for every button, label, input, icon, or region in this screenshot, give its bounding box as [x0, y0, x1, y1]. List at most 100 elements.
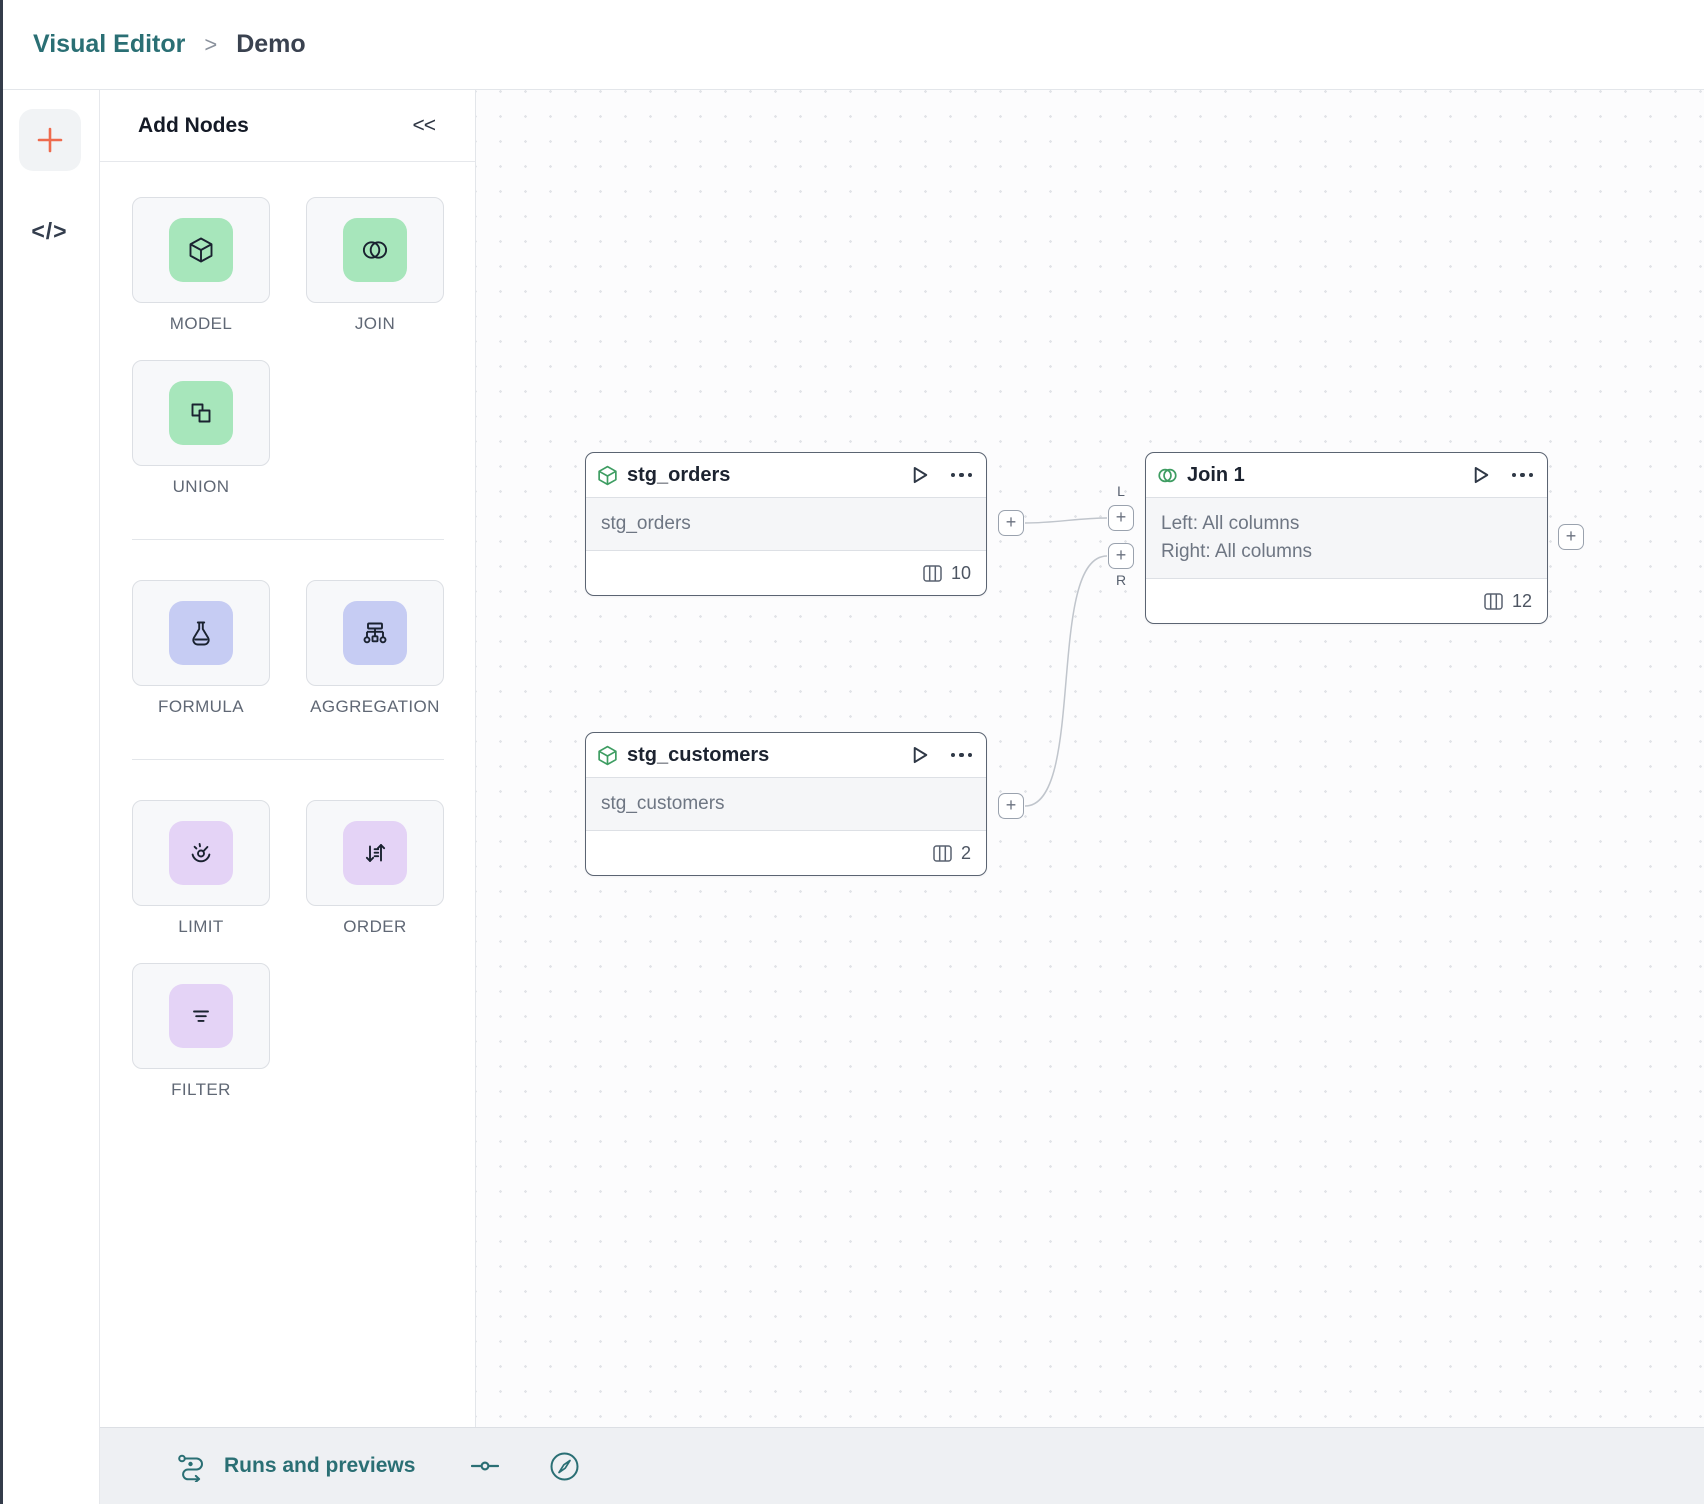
- port-stg-customers-output[interactable]: +: [998, 793, 1024, 819]
- add-filter-button[interactable]: [132, 963, 270, 1069]
- column-count: 2: [960, 842, 971, 863]
- tile-order: ORDER: [306, 800, 444, 937]
- route-icon: [178, 1454, 203, 1482]
- runs-and-previews-button[interactable]: Runs and previews: [176, 1450, 415, 1482]
- node-body: Left: All columns Right: All columns: [1146, 497, 1547, 579]
- runs-and-previews-label: Runs and previews: [224, 1454, 416, 1477]
- port-join-left-input[interactable]: +: [1108, 505, 1134, 531]
- tile-label: LIMIT: [178, 917, 224, 936]
- add-order-button[interactable]: [306, 800, 444, 906]
- breadcrumb-page-title: Demo: [236, 30, 306, 58]
- compass-icon: [550, 1452, 579, 1480]
- section-divider: [132, 759, 444, 760]
- sort-icon: [343, 821, 407, 885]
- node-menu-button[interactable]: [950, 469, 972, 482]
- tile-label: FILTER: [171, 1080, 231, 1099]
- cube-icon: [169, 218, 233, 282]
- node-stg-customers[interactable]: stg_customers stg_customers 2: [585, 732, 987, 876]
- plus-icon: [37, 127, 62, 153]
- columns-icon: [1484, 592, 1503, 610]
- tile-label: JOIN: [354, 314, 396, 333]
- filter-lines-icon: [169, 984, 233, 1048]
- gauge-icon: [169, 821, 233, 885]
- tile-group-sources: MODEL JOIN: [132, 197, 444, 497]
- tile-model: MODEL: [132, 197, 270, 334]
- breadcrumb: Visual Editor > Demo: [0, 0, 1704, 90]
- add-limit-button[interactable]: [132, 800, 270, 906]
- add-nodes-header: Add Nodes <<: [100, 90, 475, 162]
- breadcrumb-separator: >: [204, 31, 218, 57]
- tile-label: FORMULA: [158, 697, 244, 716]
- section-divider: [132, 539, 444, 540]
- add-aggregation-button[interactable]: [306, 580, 444, 686]
- cube-icon: [598, 465, 617, 485]
- port-join-output[interactable]: +: [1558, 524, 1584, 550]
- play-icon: [1474, 466, 1488, 484]
- add-formula-button[interactable]: [132, 580, 270, 686]
- node-footer: 10: [586, 551, 986, 595]
- node-join-1[interactable]: Join 1 Left: All columns Right: All colu…: [1145, 452, 1548, 624]
- node-stg-orders[interactable]: stg_orders stg_orders 10: [585, 452, 987, 596]
- compass-button[interactable]: [549, 1451, 580, 1482]
- add-nodes-panel: Add Nodes << MODEL: [100, 90, 476, 1427]
- node-header[interactable]: Join 1: [1146, 453, 1547, 497]
- panel-title: Add Nodes: [138, 113, 249, 137]
- port-join-right-input[interactable]: +: [1108, 543, 1134, 569]
- node-body-line: stg_customers: [601, 793, 725, 814]
- tile-union: UNION: [132, 360, 270, 497]
- breadcrumb-visual-editor[interactable]: Visual Editor: [33, 30, 186, 58]
- tile-filter: FILTER: [132, 963, 270, 1100]
- venn-icon: [1158, 468, 1177, 482]
- node-footer: 2: [586, 831, 986, 875]
- node-body-line: Left: All columns: [1161, 513, 1300, 534]
- tile-limit: LIMIT: [132, 800, 270, 937]
- tile-label: MODEL: [169, 314, 233, 333]
- port-stg-orders-output[interactable]: +: [998, 510, 1024, 536]
- tile-label: UNION: [172, 477, 230, 496]
- cube-icon: [598, 745, 617, 765]
- tile-label: AGGREGATION: [310, 697, 440, 716]
- port-label-right: R: [1115, 572, 1127, 588]
- flow-canvas[interactable]: stg_orders stg_orders 10: [476, 90, 1704, 1427]
- panel-content: MODEL JOIN: [100, 162, 475, 1100]
- node-menu-button[interactable]: [1511, 469, 1533, 482]
- node-body-line: Right: All columns: [1161, 541, 1313, 562]
- venn-icon: [343, 218, 407, 282]
- add-union-button[interactable]: [132, 360, 270, 466]
- play-icon: [913, 746, 927, 764]
- run-node-button[interactable]: [1473, 466, 1490, 484]
- columns-icon: [933, 844, 952, 862]
- edge-customers-to-join-right: [1024, 555, 1108, 807]
- tile-aggregation: AGGREGATION: [306, 580, 444, 717]
- edge-orders-to-join-left: [1024, 517, 1108, 524]
- node-menu-button[interactable]: [950, 749, 972, 762]
- tile-join: JOIN: [306, 197, 444, 334]
- node-header[interactable]: stg_customers: [586, 733, 986, 777]
- window-left-edge: [0, 0, 3, 1504]
- code-view-button[interactable]: </>: [31, 218, 68, 244]
- port-label-left: L: [1117, 483, 1125, 499]
- columns-icon: [923, 564, 942, 582]
- collapse-panel-icon[interactable]: <<: [412, 113, 436, 137]
- add-button[interactable]: [18, 109, 81, 171]
- tile-group-transform: FORMULA: [132, 580, 444, 717]
- hierarchy-icon: [343, 601, 407, 665]
- node-header[interactable]: stg_orders: [586, 453, 986, 497]
- left-toolbar: </>: [0, 90, 100, 1504]
- node-title: stg_orders: [627, 463, 731, 486]
- node-body: stg_customers: [586, 777, 986, 831]
- run-node-button[interactable]: [912, 466, 929, 484]
- union-icon: [169, 381, 233, 445]
- add-model-button[interactable]: [132, 197, 270, 303]
- tile-group-shape: LIMIT ORDER: [132, 800, 444, 1100]
- column-count: 10: [950, 562, 971, 583]
- tile-formula: FORMULA: [132, 580, 270, 717]
- node-footer: 12: [1146, 579, 1547, 623]
- connection-toggle-button[interactable]: [471, 1459, 500, 1473]
- tile-label: ORDER: [343, 917, 407, 936]
- column-count: 12: [1511, 590, 1532, 611]
- add-join-button[interactable]: [306, 197, 444, 303]
- node-dash-icon: [471, 1461, 500, 1471]
- node-title: stg_customers: [627, 743, 770, 766]
- run-node-button[interactable]: [912, 746, 929, 764]
